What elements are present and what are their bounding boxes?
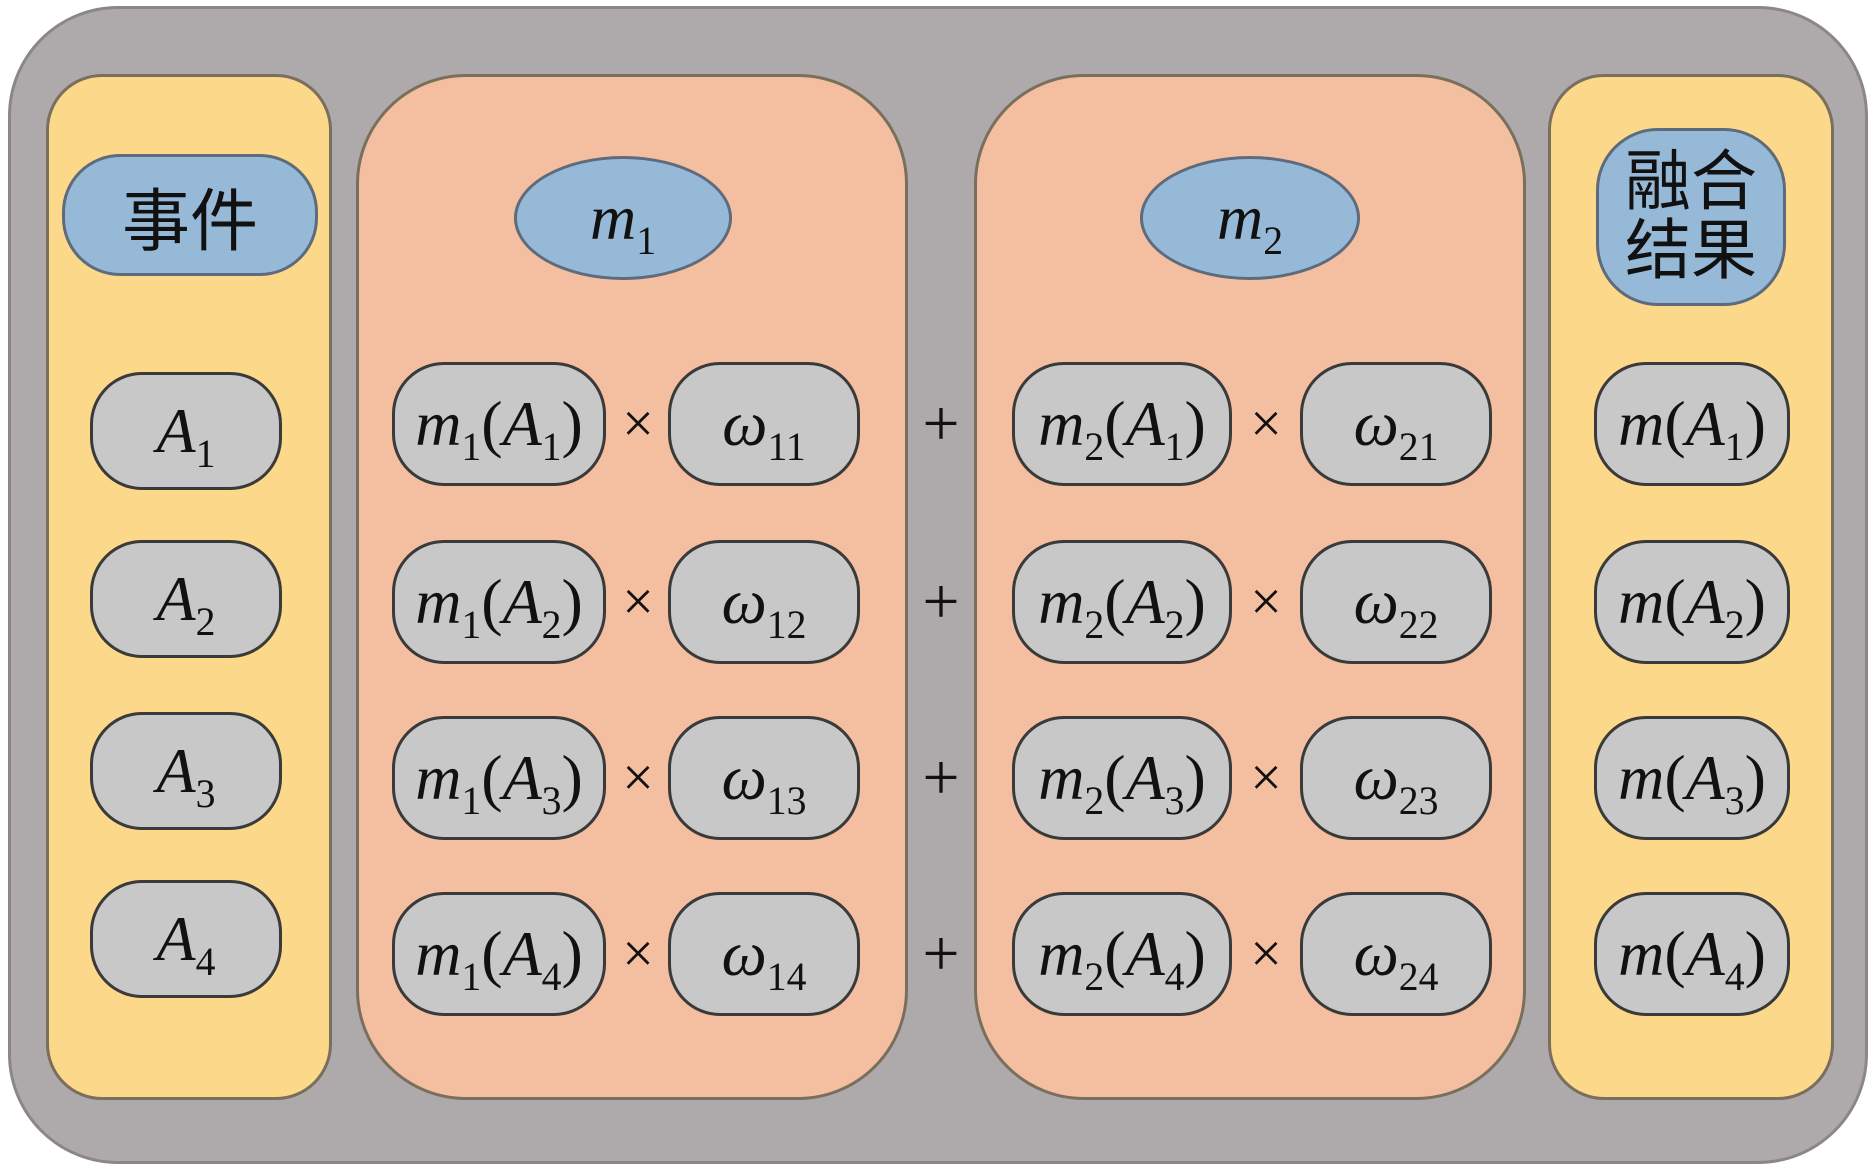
event-item-4: A4: [90, 880, 282, 998]
m2-times-1: ×: [1250, 393, 1282, 455]
m2-value-4: m2(A4): [1012, 892, 1232, 1016]
event-item-1: A1: [90, 372, 282, 490]
m2-value-1: m2(A1): [1012, 362, 1232, 486]
plus-3: +: [922, 741, 960, 814]
result-item-1: m(A1): [1594, 362, 1790, 486]
m1-value-4: m1(A4): [392, 892, 606, 1016]
m1-weight-1: ω11: [668, 362, 860, 486]
events-header: 事件: [62, 154, 318, 276]
m1-weight-3: ω13: [668, 716, 860, 840]
m2-weight-4: ω24: [1300, 892, 1492, 1016]
m1-times-2: ×: [622, 571, 654, 633]
m1-value-2: m1(A2): [392, 540, 606, 664]
result-item-2: m(A2): [1594, 540, 1790, 664]
m2-header: m2: [1140, 156, 1360, 280]
m2-weight-1: ω21: [1300, 362, 1492, 486]
event-item-3: A3: [90, 712, 282, 830]
m2-times-3: ×: [1250, 747, 1282, 809]
m2-weight-2: ω22: [1300, 540, 1492, 664]
m1-weight-4: ω14: [668, 892, 860, 1016]
m2-value-3: m2(A3): [1012, 716, 1232, 840]
event-item-2: A2: [90, 540, 282, 658]
result-header: 融合 结果: [1596, 128, 1786, 306]
m1-times-1: ×: [622, 393, 654, 455]
plus-2: +: [922, 565, 960, 638]
plus-4: +: [922, 917, 960, 990]
m1-value-3: m1(A3): [392, 716, 606, 840]
m1-header: m1: [514, 156, 732, 280]
result-item-3: m(A3): [1594, 716, 1790, 840]
m2-times-2: ×: [1250, 571, 1282, 633]
m1-times-4: ×: [622, 923, 654, 985]
plus-1: +: [922, 387, 960, 460]
m2-value-2: m2(A2): [1012, 540, 1232, 664]
m2-weight-3: ω23: [1300, 716, 1492, 840]
m1-weight-2: ω12: [668, 540, 860, 664]
m1-times-3: ×: [622, 747, 654, 809]
result-item-4: m(A4): [1594, 892, 1790, 1016]
m2-times-4: ×: [1250, 923, 1282, 985]
m1-value-1: m1(A1): [392, 362, 606, 486]
